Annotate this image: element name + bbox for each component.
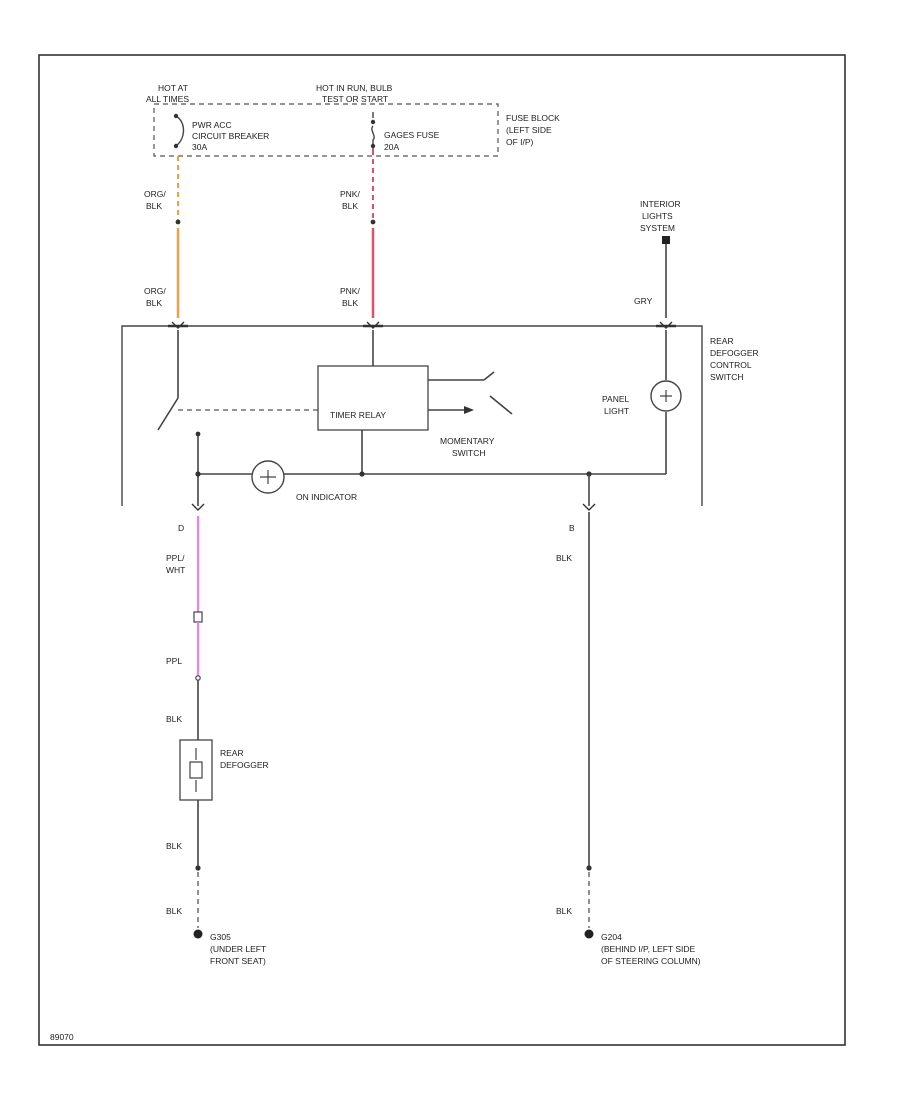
circuit-breaker-symbol: [175, 115, 185, 147]
connector-ground-left: [195, 865, 201, 871]
switch-housing: [121, 325, 703, 506]
wire-pnk-blk-top-label: PNK/ BLK: [340, 189, 362, 211]
on-indicator-filament: [260, 470, 276, 484]
circuit-breaker-label: PWR ACC CIRCUIT BREAKER 30A: [192, 120, 272, 152]
momentary-switch-label: MOMENTARY SWITCH: [440, 436, 497, 458]
figure-code: 89070: [50, 1032, 74, 1042]
hot-in-run-label: HOT IN RUN, BULB TEST OR START: [316, 83, 395, 104]
wire-org-blk-top-label: ORG/ BLK: [144, 189, 168, 211]
wire-blk-1-label: BLK: [166, 714, 182, 724]
pin-d-label: D: [178, 523, 184, 533]
connector-left-pin: [171, 321, 185, 329]
wire-blk-4-label: BLK: [556, 906, 572, 916]
ground-symbol-left: [193, 929, 203, 939]
panel-light-label: PANEL LIGHT: [602, 394, 631, 416]
gages-fuse-symbol: [371, 112, 375, 150]
fuse-terminal-top: [370, 119, 376, 125]
relay-arrow: [464, 406, 474, 414]
ground-left-label: G305 (UNDER LEFT FRONT SEAT): [210, 932, 268, 966]
connector-b-pin: [582, 503, 596, 511]
hot-at-all-times-label: HOT AT ALL TIMES: [146, 83, 190, 104]
connector-center-pin: [366, 321, 380, 329]
junction-center: [359, 471, 365, 477]
interior-lights-label: INTERIOR LIGHTS SYSTEM: [640, 199, 683, 233]
junction-left: [195, 471, 201, 477]
wire-gry-label: GRY: [634, 296, 653, 306]
fuse-block-outline: [153, 103, 499, 157]
rear-defogger-label: REAR DEFOGGER: [220, 748, 269, 770]
panel-light-filament: [660, 390, 672, 402]
breaker-terminal-bottom: [173, 143, 179, 149]
diagram-border: [38, 54, 846, 1046]
on-indicator-label: ON INDICATOR: [296, 492, 357, 502]
connector-ground-right: [586, 865, 592, 871]
pin-b-label: B: [569, 523, 575, 533]
connector-left-top: [175, 219, 181, 225]
connector-right-pin: [659, 321, 673, 329]
connector-d-pin: [191, 503, 205, 511]
wire-org-blk-mid-label: ORG/ BLK: [144, 286, 168, 308]
wire-ppl-label: PPL: [166, 656, 182, 666]
wire-pnk-blk-mid-label: PNK/ BLK: [340, 286, 362, 308]
momentary-blade-upper: [483, 371, 495, 381]
switch-blade-left: [157, 397, 179, 431]
interior-lights-terminal: [662, 236, 670, 244]
momentary-blade-lower: [489, 395, 513, 415]
connector-ppl-bottom: [195, 675, 201, 681]
gages-fuse-label: GAGES FUSE 20A: [384, 130, 442, 152]
ground-symbol-right: [584, 929, 594, 939]
switch-title-label: REAR DEFOGGER CONTROL SWITCH: [710, 336, 761, 382]
wire-ppl-wht-label: PPL/ WHT: [166, 553, 187, 575]
rear-defogger-element: [189, 748, 203, 792]
fuse-terminal-bottom: [370, 143, 376, 149]
wire-blk-2-label: BLK: [166, 841, 182, 851]
switch-contact-left: [195, 431, 201, 437]
ground-right-label: G204 (BEHIND I/P, LEFT SIDE OF STEERING …: [601, 932, 701, 966]
timer-relay-label: TIMER RELAY: [330, 410, 386, 420]
wire-blk-3-label: BLK: [166, 906, 182, 916]
breaker-terminal-top: [173, 113, 179, 119]
wire-blk-right-label: BLK: [556, 553, 572, 563]
connector-center-top: [370, 219, 376, 225]
timer-relay: [317, 365, 429, 431]
fuse-block-label: FUSE BLOCK (LEFT SIDE OF I/P): [506, 113, 562, 147]
inline-connector: [193, 611, 203, 623]
